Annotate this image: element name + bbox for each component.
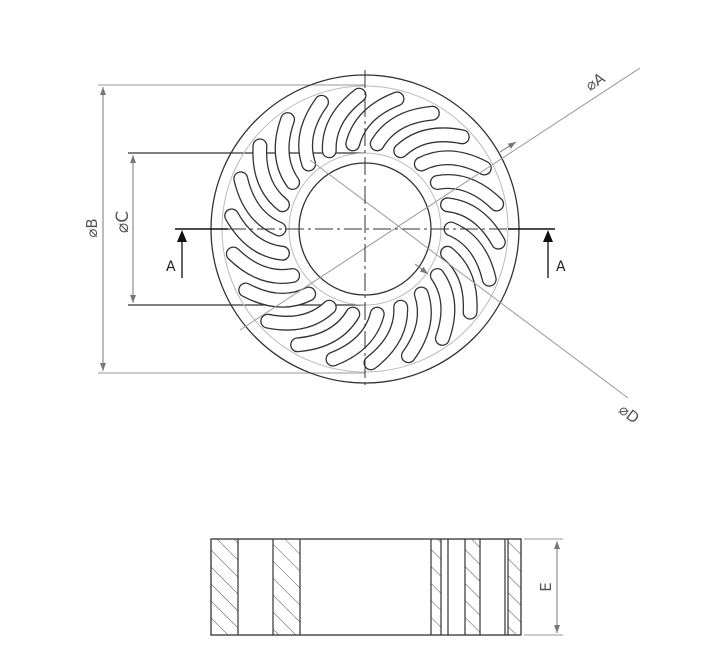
slot [299, 96, 328, 171]
dimension-line-d [309, 159, 629, 399]
dimension-label-d: ⌀D [615, 401, 642, 428]
slot [261, 301, 336, 330]
section-outline [210, 538, 522, 636]
hatch-region [211, 539, 238, 635]
slot [415, 151, 491, 175]
dimension-label-c: ⌀C [113, 211, 133, 233]
slot [253, 139, 289, 211]
section-edges [237, 539, 509, 635]
dimension-label-b: ⌀B [83, 218, 101, 237]
slot [441, 247, 477, 319]
dimension-line-a [239, 67, 641, 331]
hatch-region [465, 539, 480, 635]
dimension-arrow-d [414, 263, 429, 275]
slot [394, 128, 469, 157]
slot [275, 113, 299, 189]
slot [234, 172, 286, 236]
slot [323, 88, 366, 157]
slot [441, 198, 505, 249]
section-arrowhead-left [177, 230, 187, 242]
slot [225, 209, 289, 260]
dimension-arrow-a [499, 141, 517, 153]
slot [291, 307, 359, 352]
slot [326, 307, 384, 366]
slot [431, 175, 503, 211]
slot [239, 283, 315, 307]
slot [227, 247, 299, 283]
slot [431, 269, 455, 345]
slot [444, 222, 496, 286]
section-view: E [210, 538, 563, 636]
slots [224, 87, 506, 371]
slot [402, 287, 431, 362]
hatch-region [431, 539, 441, 635]
top-view: ⌀B ⌀C ⌀A ⌀D A A [83, 67, 643, 428]
section-arrowhead-right [543, 230, 553, 242]
slot [364, 301, 407, 370]
section-label-right: A [556, 259, 566, 275]
slot [371, 106, 439, 151]
hatch-region [508, 539, 521, 635]
hatch-region [273, 539, 300, 635]
dimension-label-e: E [537, 582, 555, 591]
slot [346, 92, 404, 151]
section-label-left: A [166, 259, 176, 275]
